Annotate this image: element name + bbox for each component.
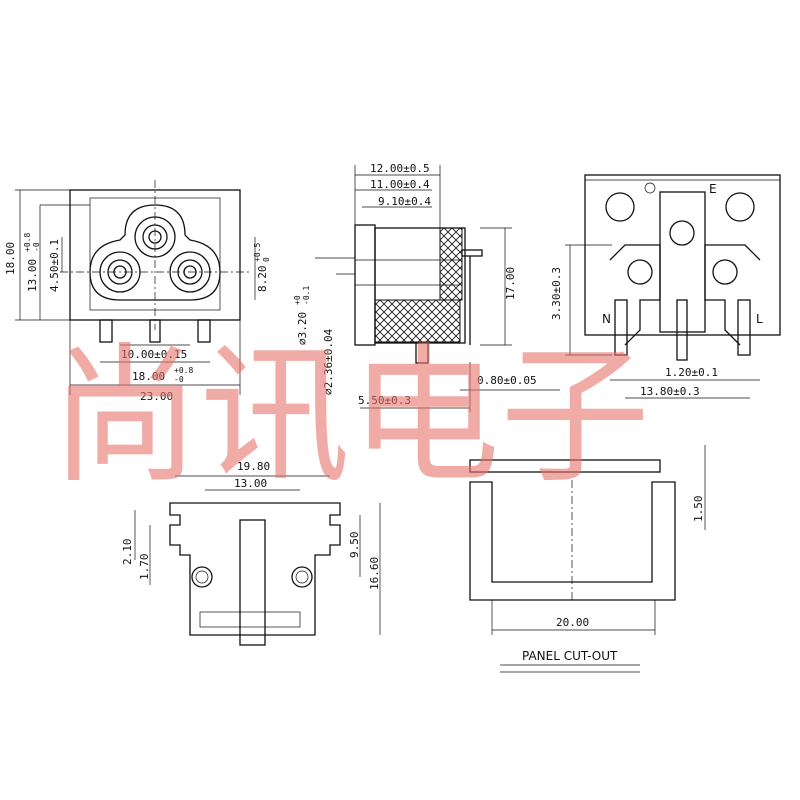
label-neutral: N	[602, 312, 611, 326]
watermark-text: 尚讯电子	[50, 330, 650, 504]
front-view: 18.00 13.00 +0.8-0 4.50±0.1 8.20 +0.50 1…	[4, 180, 271, 403]
dim-pin-dia: ⌀2.36±0.04	[322, 328, 335, 395]
rear-view: E N L 3.30±0.3 1.20±0.1 13.80±0.3	[550, 174, 781, 399]
dim-notch-b: 1.70	[138, 554, 151, 581]
dim-overall: 19.80	[237, 460, 270, 473]
dim-height-right-tol: +0.50	[253, 243, 271, 262]
dim-hole-height: 9.50	[348, 532, 361, 559]
dim-rear-height: 3.30±0.3	[550, 267, 563, 320]
bottom-view: 19.80 13.00 2.10 1.70 9.50 16.60	[121, 460, 381, 646]
dim-body-height: 16.60	[368, 557, 381, 590]
panel-cutout: 20.00 1.50 PANEL CUT-OUT	[469, 445, 706, 673]
dim-offset: 5.50±0.3	[358, 394, 411, 407]
ground-symbol-icon	[644, 182, 656, 194]
dim-side-height: 17.00	[504, 267, 517, 300]
panel-cutout-title: PANEL CUT-OUT	[522, 649, 618, 663]
dim-pin-row: 4.50±0.1	[48, 239, 61, 292]
dim-pin-span: 13.80±0.3	[640, 385, 700, 398]
dim-hole-dia-tol: +0-0.1	[293, 286, 311, 305]
dim-pin-spacing: 10.00±0.15	[121, 348, 187, 361]
side-view: 12.00±0.5 11.00±0.4 9.10±0.4 17.00 ⌀3.20…	[293, 162, 560, 412]
dim-hole-spacing: 13.00	[234, 477, 267, 490]
dim-d2: 11.00±0.4	[370, 178, 430, 191]
dim-height-right: 8.20	[256, 266, 269, 293]
dim-hole-dia: ⌀3.20	[296, 312, 309, 345]
dim-cutout-width: 20.00	[556, 616, 589, 629]
dim-height-total: 18.00	[4, 242, 17, 275]
dim-d3: 9.10±0.4	[378, 195, 431, 208]
dim-pin-width: 1.20±0.1	[665, 366, 718, 379]
dim-notch-a: 2.10	[121, 539, 134, 566]
dim-height-upper-tol: +0.8-0	[23, 233, 41, 252]
dim-cutout-thickness: 1.50	[692, 496, 705, 523]
dim-body-width-tol: +0.8-0	[174, 366, 193, 384]
label-earth: E	[709, 182, 717, 196]
dim-d1: 12.00±0.5	[370, 162, 430, 175]
dim-thickness: 0.80±0.05	[477, 374, 537, 387]
dim-body-width: 18.00	[132, 370, 165, 383]
label-live: L	[756, 312, 763, 326]
dim-height-upper: 13.00	[26, 259, 39, 292]
dim-flange-width: 23.00	[140, 390, 173, 403]
